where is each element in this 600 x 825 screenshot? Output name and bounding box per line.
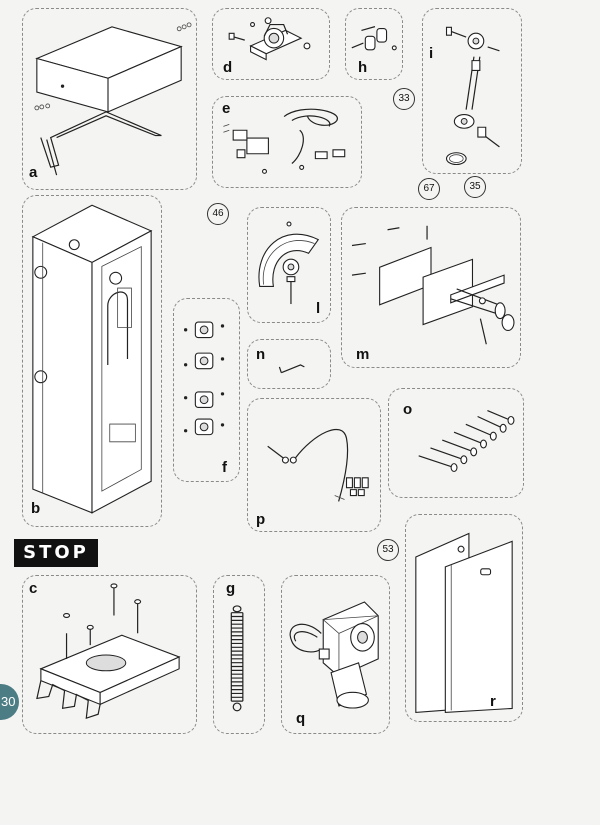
allen-key-drawing [248,340,330,388]
panel-r: r [405,514,523,722]
stop-label: STOP [14,539,98,567]
page-number-tab: 30 [0,684,19,720]
panel-p: p [247,398,381,532]
cabinet-frame-drawing [23,196,161,526]
bolts-drawing [389,389,523,497]
panel-o: o [388,388,524,498]
base-plate-drawing [23,576,196,733]
gear-motor-drawing [282,576,389,733]
panel-p-letter: p [256,511,266,528]
callout-67: 67 [418,178,440,200]
panel-d-letter: d [223,59,233,76]
callout-46: 46 [207,203,229,225]
panel-a: a [22,8,197,190]
panel-h: h [345,8,403,80]
limit-switch-drawing [213,97,361,187]
panel-m: m [341,207,521,368]
panel-o-letter: o [403,401,413,418]
panel-f: f [173,298,240,482]
panel-g-letter: g [226,580,236,597]
panel-b-letter: b [31,500,41,517]
panel-g: g [213,575,265,734]
spring-drawing [214,576,264,733]
boom-holder-drawing [342,208,520,367]
panel-e-letter: e [222,100,231,117]
panel-f-letter: f [222,459,227,476]
rod-end-drawing [423,9,521,173]
panel-m-letter: m [356,346,370,363]
panel-i-letter: i [429,45,434,62]
panel-i: i [422,8,522,174]
bearing-drawing [213,9,329,79]
callout-33: 33 [393,88,415,110]
release-cable-drawing [248,399,380,531]
panel-c-letter: c [29,580,38,597]
gear-sector-drawing [248,208,330,322]
panel-h-letter: h [358,59,368,76]
panel-r-letter: r [490,693,496,710]
panel-e: e [212,96,362,188]
cable-gland-drawing [174,299,239,481]
cover-box-drawing [23,9,196,189]
door-panel-drawing [406,515,522,721]
panel-n: n [247,339,331,389]
panel-q: q [281,575,390,734]
panel-l: l [247,207,331,323]
callout-53: 53 [377,539,399,561]
panel-q-letter: q [296,710,306,727]
panel-d: d [212,8,330,80]
panel-b: b [22,195,162,527]
bushing-drawing [346,9,402,79]
panel-c: c [22,575,197,734]
panel-a-letter: a [29,164,38,181]
panel-n-letter: n [256,346,266,363]
panel-l-letter: l [316,300,321,317]
callout-35: 35 [464,176,486,198]
